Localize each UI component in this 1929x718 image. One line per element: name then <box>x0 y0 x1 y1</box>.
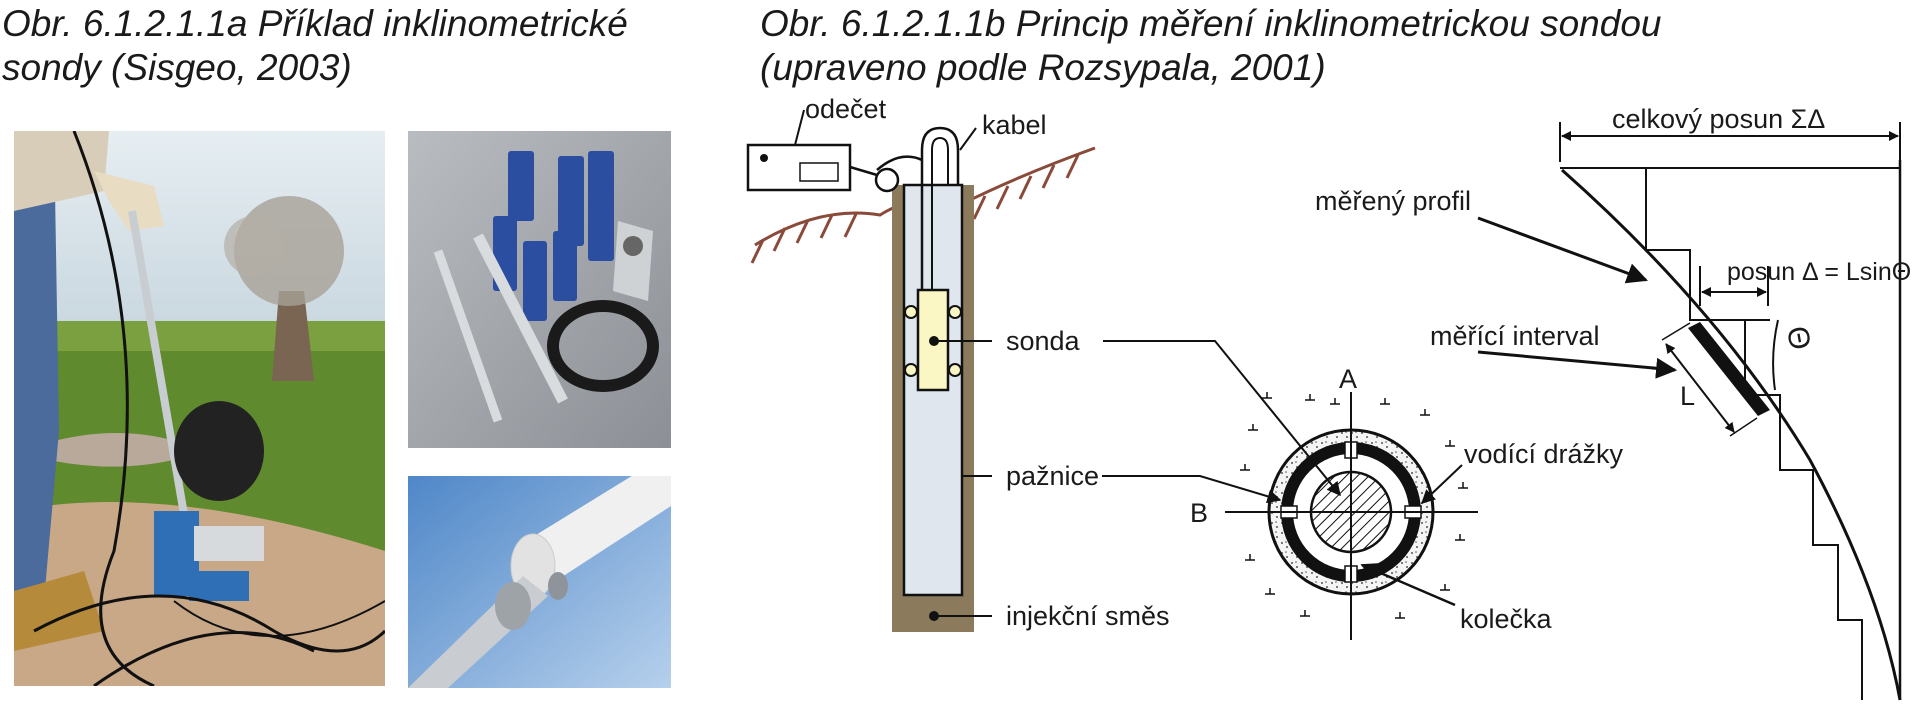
probe-wheel <box>948 363 962 377</box>
label-grout: injekční směs <box>1006 601 1170 631</box>
caption-a-line2: sondy (Sisgeo, 2003) <box>2 47 352 88</box>
label-angle-theta: Θ <box>1780 324 1817 353</box>
cable-line <box>920 126 960 290</box>
measured-profile-curve <box>1561 168 1902 701</box>
pulley-icon <box>874 167 900 193</box>
soil-marks <box>1240 392 1468 619</box>
probe-wheel <box>904 363 918 377</box>
label-displacement-delta: posun Δ = LsinΘ <box>1727 258 1911 286</box>
label-readout: odečet <box>805 94 887 124</box>
probe-wheel <box>904 305 918 319</box>
label-guide-grooves: vodící drážky <box>1464 439 1624 469</box>
label-axis-b: B <box>1190 498 1208 528</box>
label-probe: sonda <box>1006 326 1081 356</box>
casing-cross-section: A B vodící drážky kolečka <box>1102 340 1624 640</box>
label-length-l: L <box>1680 381 1695 411</box>
label-axis-a: A <box>1339 364 1357 394</box>
caption-b-line2: (upraveno podle Rozsypala, 2001) <box>760 47 1326 88</box>
caption-b-line1: Obr. 6.1.2.1.1b Princip měření inklinome… <box>760 3 1662 44</box>
step-profile <box>1646 249 1863 700</box>
label-total-displacement: celkový posun ΣΔ <box>1612 104 1825 134</box>
label-casing: pažnice <box>1006 461 1099 491</box>
label-measuring-interval: měřící interval <box>1430 321 1600 351</box>
photo-inclinometer-field <box>14 131 385 686</box>
borehole-section: odečet kabel sonda pažnice injekční směs <box>746 94 1170 632</box>
label-measured-profile: měřený profil <box>1315 186 1471 216</box>
displacement-profile: celkový posun ΣΔ posun Δ = LsinΘ L Θ měř… <box>1315 104 1911 701</box>
inclined-probe <box>1688 322 1770 416</box>
label-cable: kabel <box>982 110 1047 140</box>
probe-wheel <box>948 305 962 319</box>
label-wheels: kolečka <box>1460 604 1553 634</box>
photo-inclinometer-equipment <box>408 131 671 448</box>
photo-probe-in-casing <box>408 476 671 688</box>
ground-hatch <box>750 154 1080 264</box>
caption-a-line1: Obr. 6.1.2.1.1a Příklad inklinometrické <box>2 3 628 44</box>
caption-figure-b: Obr. 6.1.2.1.1b Princip měření inklinome… <box>760 2 1661 90</box>
